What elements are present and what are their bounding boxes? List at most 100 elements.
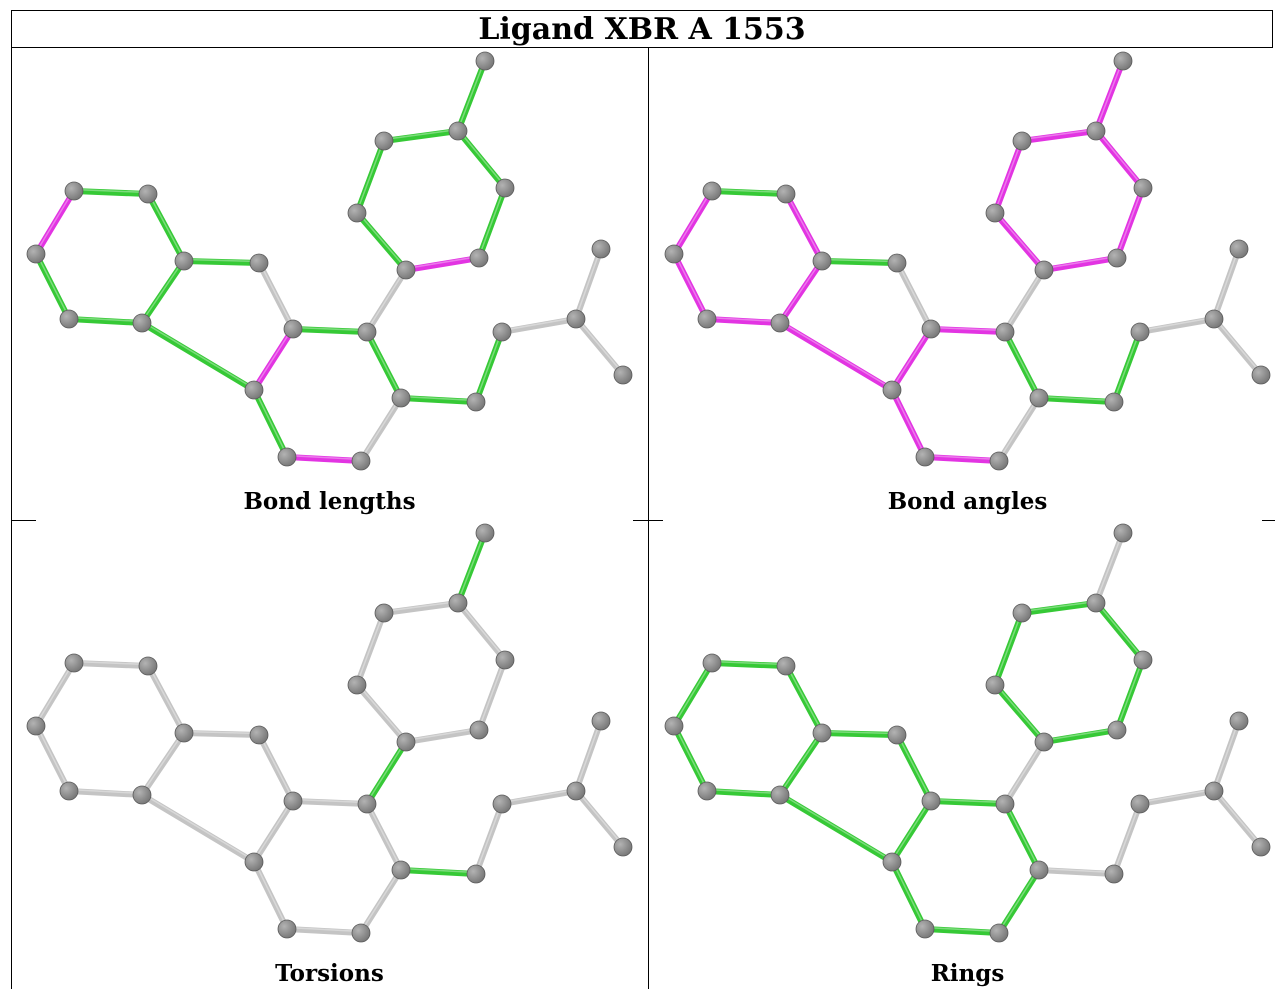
- bond-23: [1036, 867, 1117, 877]
- atom-3: [770, 313, 790, 333]
- bond-24: [473, 329, 505, 405]
- bond-highlight-2: [141, 731, 185, 794]
- atom-13: [396, 260, 416, 280]
- bond-highlight-17: [994, 611, 1023, 684]
- atom-11: [915, 919, 935, 939]
- row-divider-left: [11, 520, 36, 521]
- atom-15: [374, 131, 394, 151]
- bond-highlight-8: [258, 261, 294, 328]
- bond-highlight-16: [356, 211, 407, 269]
- bond-highlight-18: [383, 128, 459, 141]
- bond-highlight-26: [575, 719, 602, 790]
- row-divider-center: [633, 520, 663, 521]
- bond-highlight-7: [779, 792, 893, 862]
- atom-24: [1251, 837, 1271, 857]
- bond-highlight-25: [501, 316, 577, 332]
- bond-highlight-6: [183, 730, 260, 735]
- bond-highlight-25: [1139, 788, 1215, 804]
- bond-highlight-7: [779, 320, 893, 390]
- center-divider: [648, 48, 649, 989]
- atom-5: [664, 244, 684, 264]
- atom-17: [495, 178, 515, 198]
- bond-25: [499, 316, 579, 335]
- atom-20: [1104, 864, 1124, 884]
- bond-highlight-19: [1095, 601, 1144, 659]
- bond-10: [364, 329, 404, 401]
- bond-26: [573, 246, 604, 322]
- bond-12: [922, 454, 1002, 464]
- panel-bond-angles: Bond angles: [649, 49, 1275, 519]
- bond-highlight-0: [711, 660, 787, 666]
- bond-highlight-21: [405, 255, 480, 270]
- bond-highlight-7: [141, 792, 255, 862]
- figure-title: Ligand XBR A 1553: [11, 10, 1273, 48]
- atom-19: [475, 523, 495, 543]
- bond-highlight-3: [68, 788, 143, 795]
- bond-highlight-26: [1213, 247, 1240, 318]
- atom-21: [1130, 794, 1150, 814]
- atom-11: [915, 447, 935, 467]
- bond-highlight-1: [785, 192, 823, 260]
- atom-3: [770, 785, 790, 805]
- bond-highlight-5: [673, 661, 713, 725]
- atom-13: [1034, 260, 1054, 280]
- bond-highlight-5: [673, 189, 713, 253]
- bond-20: [1114, 185, 1146, 261]
- bond-highlight-9: [930, 326, 1006, 332]
- bond-highlight-27: [1213, 789, 1262, 846]
- bond-24: [1111, 329, 1143, 405]
- bond-highlight-12: [924, 454, 1000, 461]
- atom-22: [566, 781, 586, 801]
- bond-highlight-10: [1004, 330, 1040, 397]
- bond-highlight-18: [383, 600, 459, 613]
- atom-11: [277, 447, 297, 467]
- bond-21: [1041, 727, 1120, 745]
- atom-7: [921, 319, 941, 339]
- row-divider-right: [1262, 520, 1275, 521]
- bond-3: [66, 788, 145, 798]
- atom-9: [1029, 388, 1049, 408]
- bond-highlight-16: [994, 211, 1045, 269]
- atom-22: [1204, 309, 1224, 329]
- bond-25: [1137, 788, 1217, 807]
- atom-15: [374, 603, 394, 623]
- bond-5: [671, 188, 715, 257]
- bond-17: [992, 610, 1025, 688]
- bond-12: [922, 926, 1002, 936]
- bond-highlight-3: [706, 316, 781, 323]
- atom-8: [357, 794, 377, 814]
- bond-3: [704, 788, 783, 798]
- atom-22: [1204, 781, 1224, 801]
- bond-highlight-16: [994, 683, 1045, 741]
- bond-13: [889, 387, 928, 460]
- bond-6: [819, 258, 900, 266]
- bond-highlight-6: [821, 730, 898, 735]
- bond-highlight-15: [891, 799, 932, 861]
- atom-21: [1130, 322, 1150, 342]
- atom-4: [59, 309, 79, 329]
- bond-16: [354, 210, 409, 273]
- bond-6: [181, 258, 262, 266]
- bond-highlight-27: [1213, 317, 1262, 374]
- bond-15: [251, 326, 296, 393]
- atom-10: [351, 451, 371, 471]
- bond-18: [381, 128, 461, 144]
- atom-9: [391, 860, 411, 880]
- atom-21: [492, 794, 512, 814]
- bond-highlight-18: [1021, 128, 1097, 141]
- bond-26: [1211, 246, 1242, 322]
- bond-3: [66, 316, 145, 326]
- atom-17: [495, 650, 515, 670]
- bond-highlight-24: [1113, 330, 1141, 401]
- bond-4: [33, 251, 72, 322]
- bond-18: [1019, 600, 1099, 616]
- atom-12: [882, 380, 902, 400]
- bond-highlight-14: [1004, 268, 1045, 331]
- bond-11: [996, 395, 1042, 464]
- atom-23: [1229, 239, 1249, 259]
- bond-16: [354, 682, 409, 745]
- bond-6: [819, 730, 900, 738]
- bond-22: [455, 530, 488, 606]
- bond-highlight-8: [896, 261, 932, 328]
- bond-highlight-12: [286, 454, 362, 461]
